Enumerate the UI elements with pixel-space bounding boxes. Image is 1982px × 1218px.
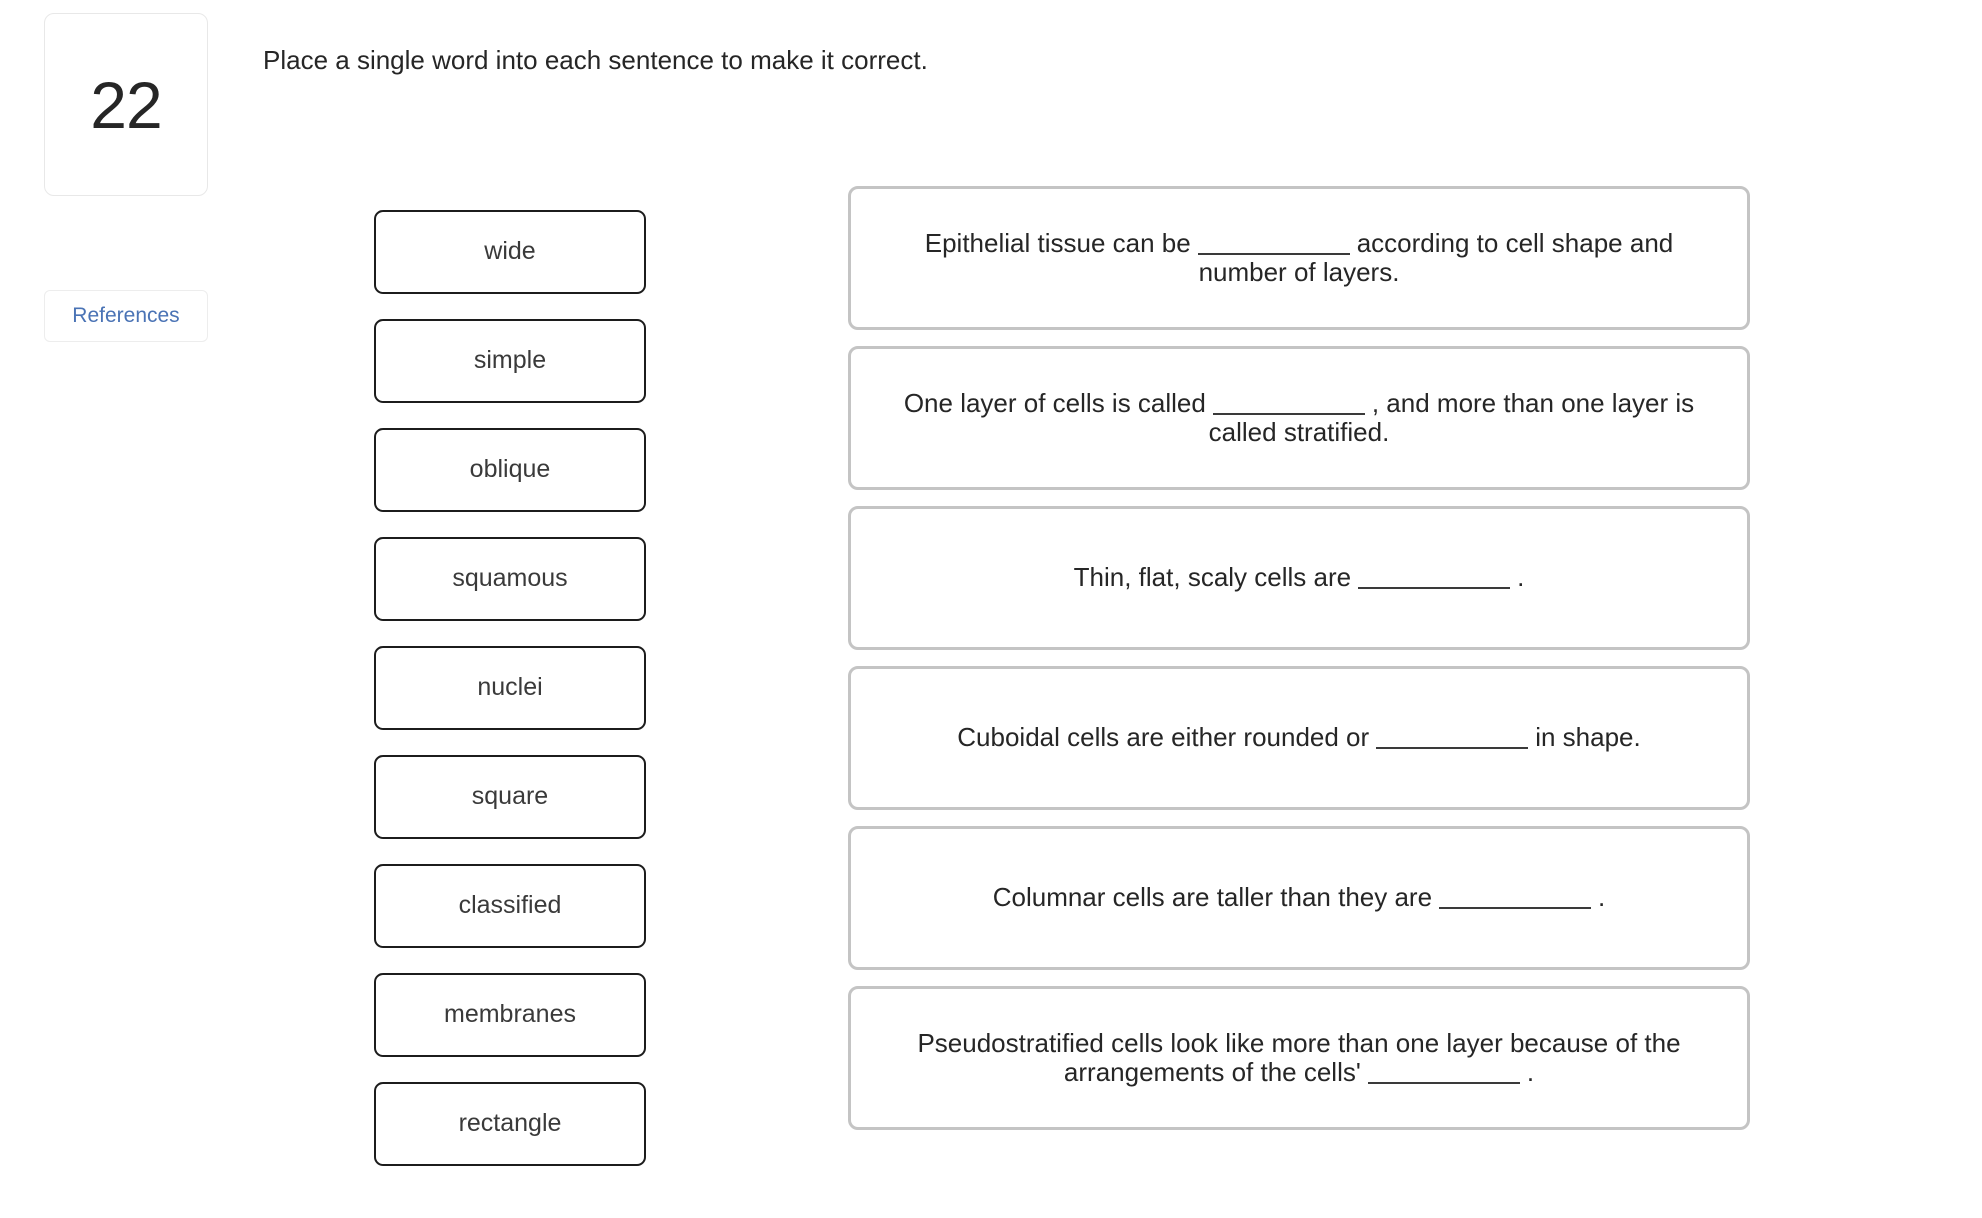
- sentence-text-after: , and more than one layer is called stra…: [1208, 387, 1702, 447]
- sentence-blank[interactable]: [1212, 389, 1365, 415]
- word-tile[interactable]: wide: [374, 210, 646, 294]
- sentence-blank[interactable]: [1376, 723, 1529, 750]
- sentence-text: Columnar cells are taller than they are.: [885, 883, 1713, 912]
- sentence-text: Cuboidal cells are either rounded or in s…: [885, 723, 1713, 752]
- word-tile-label: classified: [458, 890, 562, 919]
- sentence-drop-target[interactable]: Pseudostratified cells look like more th…: [848, 986, 1750, 1130]
- sentence-text: Thin, flat, scaly cells are.: [885, 563, 1713, 592]
- sentence-drop-target[interactable]: Columnar cells are taller than they are.: [848, 826, 1750, 970]
- question-prompt: Place a single word into each sentence t…: [263, 45, 928, 75]
- sentence-text-before: Thin, flat, scaly cells are: [1073, 562, 1352, 593]
- question-number-box: 22: [44, 13, 208, 196]
- references-button-label: References: [72, 304, 180, 327]
- word-tile-label: square: [471, 781, 549, 810]
- word-tile[interactable]: nuclei: [374, 646, 646, 730]
- word-tile[interactable]: simple: [374, 319, 646, 403]
- sentence-text-after: .: [1517, 562, 1525, 593]
- sentence-text-after: .: [1526, 1057, 1535, 1087]
- sentence-blank[interactable]: [1197, 229, 1350, 255]
- sentence-text-before: Columnar cells are taller than they are: [992, 882, 1433, 913]
- sentence-drop-target[interactable]: Cuboidal cells are either rounded or in s…: [848, 666, 1750, 810]
- word-tile[interactable]: oblique: [374, 428, 646, 512]
- sentence-text: One layer of cells is called, and more t…: [885, 387, 1713, 447]
- sentence-text-before: One layer of cells is called: [903, 387, 1206, 418]
- sentence-text: Pseudostratified cells look like more th…: [885, 1027, 1713, 1087]
- word-bank: wide simple oblique squamous nuclei square cla…: [374, 210, 646, 1166]
- sentence-blank[interactable]: [1439, 883, 1592, 910]
- word-tile[interactable]: membranes: [374, 973, 646, 1057]
- word-tile[interactable]: classified: [374, 864, 646, 948]
- word-tile[interactable]: squamous: [374, 537, 646, 621]
- sentence-text-before: Pseudostratified cells look like more th…: [917, 1027, 1688, 1087]
- word-tile-label: squamous: [452, 563, 568, 592]
- word-tile-label: oblique: [469, 454, 551, 483]
- word-tile-label: wide: [484, 236, 536, 265]
- sentence-blank[interactable]: [1358, 563, 1511, 590]
- references-button[interactable]: References: [44, 290, 208, 342]
- sentence-text-before: Cuboidal cells are either rounded or: [957, 722, 1370, 753]
- word-tile-label: simple: [473, 345, 547, 374]
- word-tile-label: rectangle: [458, 1108, 562, 1137]
- word-tile[interactable]: square: [374, 755, 646, 839]
- left-rail: 22 References: [44, 13, 214, 342]
- word-tile[interactable]: rectangle: [374, 1082, 646, 1166]
- sentence-text-after: .: [1598, 882, 1606, 913]
- sentence-blank[interactable]: [1367, 1058, 1520, 1084]
- sentence-text-after: according to cell shape and number of la…: [1198, 227, 1681, 287]
- sentence-text-after: in shape.: [1535, 722, 1641, 753]
- question-number: 22: [90, 67, 162, 142]
- sentence-text-before: Epithelial tissue can be: [924, 227, 1191, 258]
- sentence-drop-target[interactable]: Thin, flat, scaly cells are.: [848, 506, 1750, 650]
- sentence-drop-target[interactable]: One layer of cells is called, and more t…: [848, 346, 1750, 490]
- word-tile-label: membranes: [444, 999, 576, 1028]
- word-tile-label: nuclei: [477, 672, 543, 701]
